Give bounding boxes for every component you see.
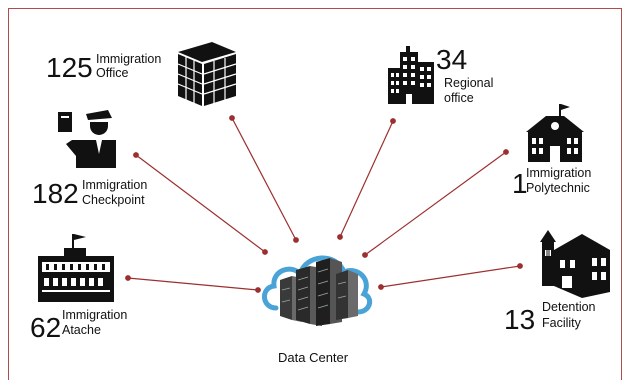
prison-building-icon [540, 230, 610, 298]
school-building-icon [526, 104, 584, 162]
node-label-line1: Detention [542, 300, 596, 314]
cloud-server-icon [262, 255, 373, 326]
node-value: 34 [436, 44, 468, 75]
node-value: 182 [32, 178, 79, 209]
link-immigration-atache [127, 277, 259, 291]
node-label-line1: Immigration [82, 178, 148, 192]
link-regional-office [339, 120, 394, 238]
node-label-line1: Immigration [526, 166, 592, 180]
city-building-icon [388, 46, 434, 104]
node-label-line1: Regional [444, 76, 494, 90]
node-value: 1 [512, 168, 528, 199]
immigration-officer-icon [58, 110, 116, 168]
node-label-line2: Polytechnic [526, 181, 590, 195]
node-value: 62 [30, 312, 62, 343]
link-detention-facility [380, 265, 521, 288]
frame-border [8, 8, 622, 380]
node-label-line2: Atache [62, 323, 101, 337]
node-label-line2: Facility [542, 316, 581, 330]
node-label-line2: Checkpoint [82, 193, 145, 207]
office-building-icon [177, 42, 237, 106]
government-building-icon [38, 234, 114, 302]
link-immigration-polytechnic [364, 151, 507, 256]
node-value: 125 [46, 52, 93, 83]
node-label-line1: Immigration [96, 52, 162, 66]
data-center-label: Data Center [278, 350, 349, 365]
node-value: 13 [504, 304, 536, 335]
node-label-line1: Immigration [62, 308, 128, 322]
link-immigration-checkpoint [135, 154, 266, 253]
node-label-line2: office [444, 91, 474, 105]
link-immigration-office [231, 117, 297, 241]
node-label-line2: Office [96, 66, 129, 80]
